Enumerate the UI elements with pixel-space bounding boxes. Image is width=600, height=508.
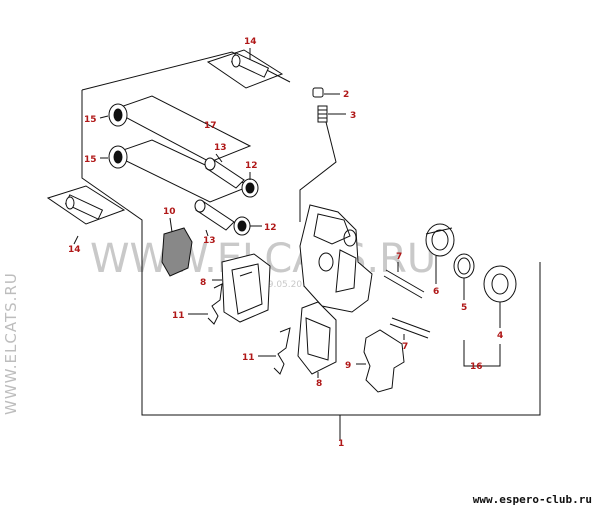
dust-boot-upper: [108, 103, 128, 127]
caliper-piston: [425, 223, 455, 257]
label-11a: 11: [172, 311, 185, 321]
label-10: 10: [163, 207, 176, 217]
label-1: 1: [338, 439, 344, 449]
pad-spring-clip-lower: [273, 327, 291, 375]
label-17: 17: [204, 121, 217, 131]
label-16: 16: [470, 362, 483, 372]
label-8a: 8: [200, 278, 206, 288]
date-watermark: 29.05.2013: [262, 280, 314, 290]
pad-retainer-plate: [363, 329, 405, 393]
bleeder-leader: [299, 121, 337, 222]
leader-10: [169, 217, 173, 233]
brake-pad-outer: [221, 253, 271, 323]
label-8b: 8: [316, 379, 322, 389]
label-6: 6: [433, 287, 439, 297]
seal-ring-upper: [241, 178, 259, 198]
label-12b: 12: [264, 223, 277, 233]
label-9: 9: [345, 361, 351, 371]
brake-pad-inner: [297, 301, 337, 375]
guide-bolt-top: [230, 52, 270, 78]
label-15a: 15: [84, 115, 97, 125]
label-4: 4: [497, 331, 503, 341]
label-14b: 14: [68, 245, 81, 255]
group-line-16: [463, 340, 501, 367]
guide-sleeve-lower: [194, 199, 235, 231]
leader-15a: [99, 115, 109, 119]
label-13a: 13: [214, 143, 227, 153]
group-box-14-left: [46, 185, 126, 225]
anti-squeal-shim: [161, 227, 193, 277]
seal-ring-lower: [233, 216, 251, 236]
leader-14b: [73, 235, 79, 245]
footer-site-url[interactable]: www.espero-club.ru: [472, 493, 592, 506]
assembly-bracket-frame: [81, 90, 541, 416]
label-3: 3: [350, 111, 356, 121]
leader-13b: [205, 229, 209, 237]
group-box-14-top: [206, 49, 284, 89]
label-7a: 7: [396, 252, 402, 262]
bleeder-screw: [317, 105, 328, 123]
guide-sleeve-upper: [204, 157, 245, 189]
guide-bolt-left: [64, 194, 104, 220]
label-7b: 7: [402, 342, 408, 352]
guide-pin-lower: [389, 317, 431, 339]
dust-boot-lower: [108, 145, 128, 169]
label-5: 5: [461, 303, 467, 313]
guide-pin-upper: [383, 269, 425, 299]
caliper-body: [299, 204, 373, 313]
label-14a: 14: [244, 37, 257, 47]
group-lines-17: [111, 95, 252, 163]
bleeder-cap: [312, 87, 324, 98]
piston-seal: [453, 253, 475, 279]
label-13b: 13: [203, 236, 216, 246]
leader-13a: [215, 153, 223, 163]
pad-spring-clip-upper: [207, 283, 223, 325]
label-12a: 12: [245, 161, 258, 171]
label-2: 2: [343, 90, 349, 100]
piston-dust-boot: [483, 265, 517, 303]
label-15b: 15: [84, 155, 97, 165]
label-11b: 11: [242, 353, 255, 363]
assembly-upper-frame: [81, 51, 291, 91]
